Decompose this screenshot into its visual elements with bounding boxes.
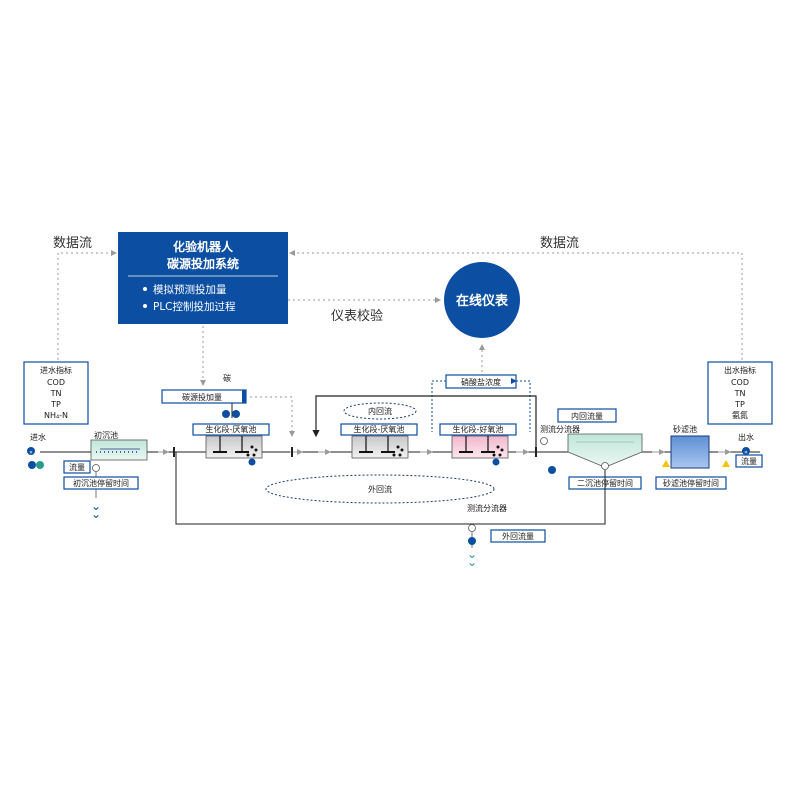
dosing-pump-icon — [222, 410, 230, 418]
carbon-dosing: 碳 碳源投加量 — [161, 373, 247, 418]
robot-title-line2: 碳源投加系统 — [167, 256, 239, 271]
warning-icon-right — [722, 460, 730, 467]
primary-time-label: 初沉池停留时间 — [73, 478, 129, 488]
inner-return-flow-label: 内回流量 — [571, 411, 603, 421]
influent-label: 进水 — [30, 432, 46, 442]
influent-item-cod: COD — [47, 378, 65, 387]
sand-time-label: 砂滤池停留时间 — [663, 478, 719, 488]
outer-return-oval-label: 外回流 — [368, 484, 392, 494]
inner-return-loop: 内回流 内回流量 测流分流器 — [312, 395, 617, 448]
tank3-label: 生化段-好氧池 — [453, 424, 504, 434]
influent-section: 进水 » — [27, 432, 46, 469]
effluent-label: 出水 — [738, 432, 754, 442]
robot-bullet-1: 模拟预测投加量 — [153, 283, 227, 296]
effluent-item-tp: TP — [734, 400, 745, 409]
influent-box-title: 进水指标 — [40, 365, 72, 375]
carbon-dose-label: 碳源投加量 — [182, 392, 222, 402]
effluent-box-title: 出水指标 — [724, 365, 756, 375]
influent-sensor-icon — [36, 461, 44, 469]
robot-dosing-system-box: 化验机器人 碳源投加系统 模拟预测投加量 PLC控制投加过程 — [118, 232, 288, 324]
secondary-clarifier: 二沉池停留时间 — [548, 433, 643, 490]
flow-right-label: 流量 — [741, 456, 757, 466]
online-meter: 在线仪表 — [444, 262, 520, 338]
nitrate-sensor: 硝酸盐浓度 — [431, 374, 531, 432]
anaerobic-tank-2: 生化段-厌氧池 — [340, 423, 418, 459]
data-flow-right-label: 数据流 — [540, 236, 579, 251]
influent-meter-icon — [28, 461, 36, 469]
inner-return-oval-label: 内回流 — [368, 406, 392, 416]
line-ticks — [173, 447, 537, 457]
sand-filter: 砂滤池 砂滤池停留时间 — [655, 424, 730, 490]
robot-title-line1: 化验机器人 — [173, 239, 234, 254]
svg-text:⌄: ⌄ — [467, 547, 477, 561]
effluent-item-ammonia: 氨氮 — [732, 410, 748, 420]
svg-text:⌄: ⌄ — [91, 507, 101, 521]
influent-indicators-box: 进水指标 COD TN TP NH₄-N — [23, 361, 89, 425]
splitter-bottom-label: 测流分流器 — [467, 503, 507, 513]
svg-text:»: » — [744, 449, 748, 456]
dosing-sensor-icon — [232, 410, 240, 418]
svg-text:»: » — [29, 449, 33, 456]
flow-left-label: 流量 — [69, 462, 85, 472]
outer-return-meter-icon — [468, 537, 476, 545]
sand-filter-label: 砂滤池 — [673, 424, 697, 434]
nitrate-label: 硝酸盐浓度 — [461, 377, 501, 387]
calibration-label: 仪表校验 — [331, 308, 383, 324]
clarifier-meter-icon — [548, 466, 556, 474]
effluent-section: 出水 » 流量 — [735, 432, 763, 468]
anaerobic-tank-1: 生化段-厌氧池 — [192, 423, 270, 466]
data-flow-left-label: 数据流 — [53, 236, 92, 251]
primary-tank-label: 初沉池 — [94, 430, 118, 440]
splitter-top-label: 测流分流器 — [540, 424, 580, 434]
outer-return-flow-label: 外回流量 — [502, 531, 534, 541]
warning-icon-left — [662, 460, 670, 467]
influent-item-nh4n: NH₄-N — [44, 411, 68, 420]
data-flow-lines — [57, 250, 743, 437]
tank1-label: 生化段-厌氧池 — [206, 424, 257, 434]
robot-bullet-2: PLC控制投加过程 — [153, 300, 236, 313]
effluent-item-cod: COD — [731, 378, 749, 387]
aerobic-tank: 生化段-好氧池 — [439, 423, 517, 466]
outer-return-loop: 外回流 测流分流器 外回流量 ⌄ ⌄ — [175, 452, 606, 569]
influent-item-tp: TP — [50, 400, 61, 409]
primary-settling-tank: 初沉池 ⌄ ⌄ 流量 初沉池停留时间 — [63, 430, 148, 521]
effluent-item-tn: TN — [734, 389, 746, 398]
effluent-indicators-box: 出水指标 COD TN TP 氨氮 — [707, 361, 773, 425]
carbon-label: 碳 — [223, 373, 231, 383]
influent-item-tn: TN — [50, 389, 62, 398]
svg-text:⌄: ⌄ — [467, 555, 477, 569]
svg-text:⌄: ⌄ — [91, 499, 101, 513]
online-meter-label: 在线仪表 — [456, 293, 509, 309]
tank2-label: 生化段-厌氧池 — [354, 424, 405, 434]
